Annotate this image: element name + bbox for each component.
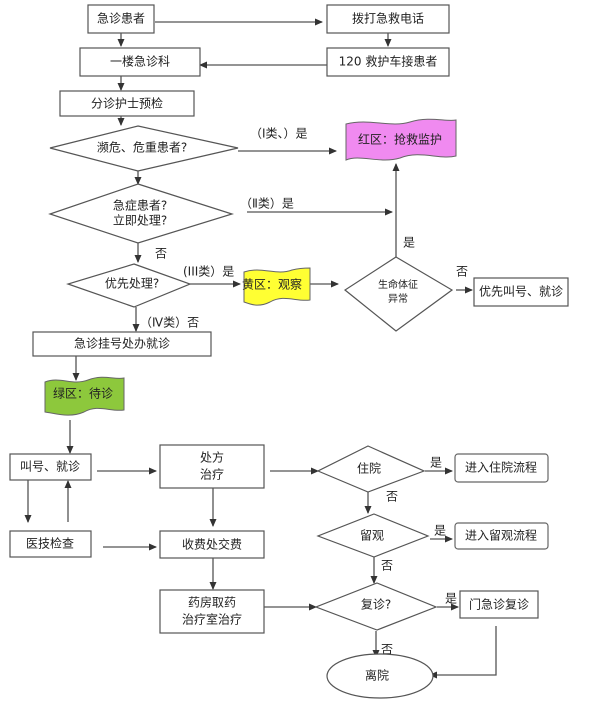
zone-green-label: 绿区：待诊 xyxy=(53,386,113,401)
node-medtech-exam[interactable]: 医技检查 xyxy=(9,530,92,558)
decision-vitals-label-line1: 生命体征 xyxy=(378,278,418,291)
node-call-emergency[interactable]: 拨打急救电话 xyxy=(326,4,450,34)
node-medtech-exam-label: 医技检查 xyxy=(26,536,74,551)
edge-label-class3-yes: (III类）是 xyxy=(183,265,234,279)
decision-priority-label: 优先处理? xyxy=(105,277,159,291)
decision-critical-label: 濒危、危重患者? xyxy=(97,141,187,155)
edge-label-hospitalize-yes: 是 xyxy=(430,456,442,470)
node-ambulance-label: 120 救护车接患者 xyxy=(339,54,438,69)
decision-acute[interactable]: 急症患者? 立即处理? xyxy=(48,183,235,244)
node-observe-flow-label: 进入留观流程 xyxy=(465,528,537,543)
node-observe-flow[interactable]: 进入留观流程 xyxy=(454,522,549,550)
node-call-emergency-label: 拨打急救电话 xyxy=(352,11,424,26)
decision-revisit-label: 复诊? xyxy=(361,598,391,612)
connectors xyxy=(24,18,497,679)
node-pharmacy-label-line1: 药房取药 xyxy=(188,595,236,610)
node-pharmacy-label-line2: 治疗室治疗 xyxy=(182,612,242,627)
edge-er-revisit-to-discharge xyxy=(429,626,497,679)
edge-label-revisit-yes: 是 xyxy=(445,592,457,606)
zone-red-label: 红区：抢救监护 xyxy=(358,132,442,147)
decision-priority[interactable]: 优先处理? xyxy=(66,263,192,308)
node-prescription-label-line1: 处方 xyxy=(200,450,224,465)
node-ambulance[interactable]: 120 救护车接患者 xyxy=(326,47,450,77)
decision-hospitalize-label: 住院 xyxy=(357,462,381,476)
decision-critical[interactable]: 濒危、危重患者? xyxy=(49,125,239,172)
decision-hospitalize[interactable]: 住院 xyxy=(316,445,426,493)
edge-label-hospitalize-no: 否 xyxy=(386,490,398,504)
edge-label-observe-yes: 是 xyxy=(434,524,446,538)
zone-green[interactable]: 绿区：待诊 xyxy=(44,376,125,416)
decision-revisit[interactable]: 复诊? xyxy=(314,582,438,631)
edge-label-class4-no: （Ⅳ类）否 xyxy=(140,316,199,330)
node-payment-label: 收费处交费 xyxy=(182,537,242,552)
decision-acute-label-line1: 急症患者? xyxy=(113,198,167,213)
node-hospitalize-flow[interactable]: 进入住院流程 xyxy=(454,453,549,483)
edge-label-class2-yes: （Ⅱ类）是 xyxy=(240,197,294,211)
node-first-floor-er-label: 一楼急诊科 xyxy=(110,54,170,69)
decision-observe-label: 留观 xyxy=(360,529,384,543)
edge-label-observe-no: 否 xyxy=(381,559,393,573)
decision-vitals-label-line2: 异常 xyxy=(388,292,408,305)
edge-label-vitals-no: 否 xyxy=(456,265,468,279)
node-first-floor-er[interactable]: 一楼急诊科 xyxy=(79,47,201,77)
node-er-revisit[interactable]: 门急诊复诊 xyxy=(459,590,539,619)
node-registration-label: 急诊挂号处办就诊 xyxy=(74,336,170,351)
zone-red[interactable]: 红区：抢救监护 xyxy=(345,118,457,161)
edge-label-acute-no: 否 xyxy=(155,247,167,261)
node-patient[interactable]: 急诊患者 xyxy=(87,4,155,34)
node-triage[interactable]: 分诊护士预检 xyxy=(59,90,195,117)
edge-label-revisit-no: 否 xyxy=(381,643,393,657)
zone-yellow[interactable]: 黄区：观察 xyxy=(242,267,311,306)
node-priority-call-label: 优先叫号、就诊 xyxy=(479,285,563,299)
decision-acute-label-line2: 立即处理? xyxy=(113,213,167,228)
node-er-revisit-label: 门急诊复诊 xyxy=(469,597,529,612)
node-hospitalize-flow-label: 进入住院流程 xyxy=(465,460,537,475)
node-prescription[interactable]: 处方 治疗 xyxy=(159,444,265,489)
node-triage-label: 分诊护士预检 xyxy=(91,96,163,111)
node-discharge-label: 离院 xyxy=(365,668,389,683)
node-call-visit-label: 叫号、就诊 xyxy=(20,460,80,474)
node-prescription-label-line2: 治疗 xyxy=(200,468,224,482)
node-call-visit[interactable]: 叫号、就诊 xyxy=(9,453,92,481)
decision-vitals[interactable]: 生命体征 异常 xyxy=(343,256,454,332)
zone-yellow-label: 黄区：观察 xyxy=(242,278,302,292)
node-discharge[interactable]: 离院 xyxy=(326,653,434,699)
edge-label-vitals-yes: 是 xyxy=(403,236,415,250)
edge-label-class1-yes: （Ⅰ类、）是 xyxy=(250,127,308,141)
decision-observe[interactable]: 留观 xyxy=(316,513,430,558)
node-priority-call[interactable]: 优先叫号、就诊 xyxy=(473,277,569,307)
node-registration[interactable]: 急诊挂号处办就诊 xyxy=(32,331,212,357)
node-pharmacy[interactable]: 药房取药 治疗室治疗 xyxy=(159,589,265,634)
node-patient-label: 急诊患者 xyxy=(97,11,145,26)
node-payment[interactable]: 收费处交费 xyxy=(159,530,265,559)
